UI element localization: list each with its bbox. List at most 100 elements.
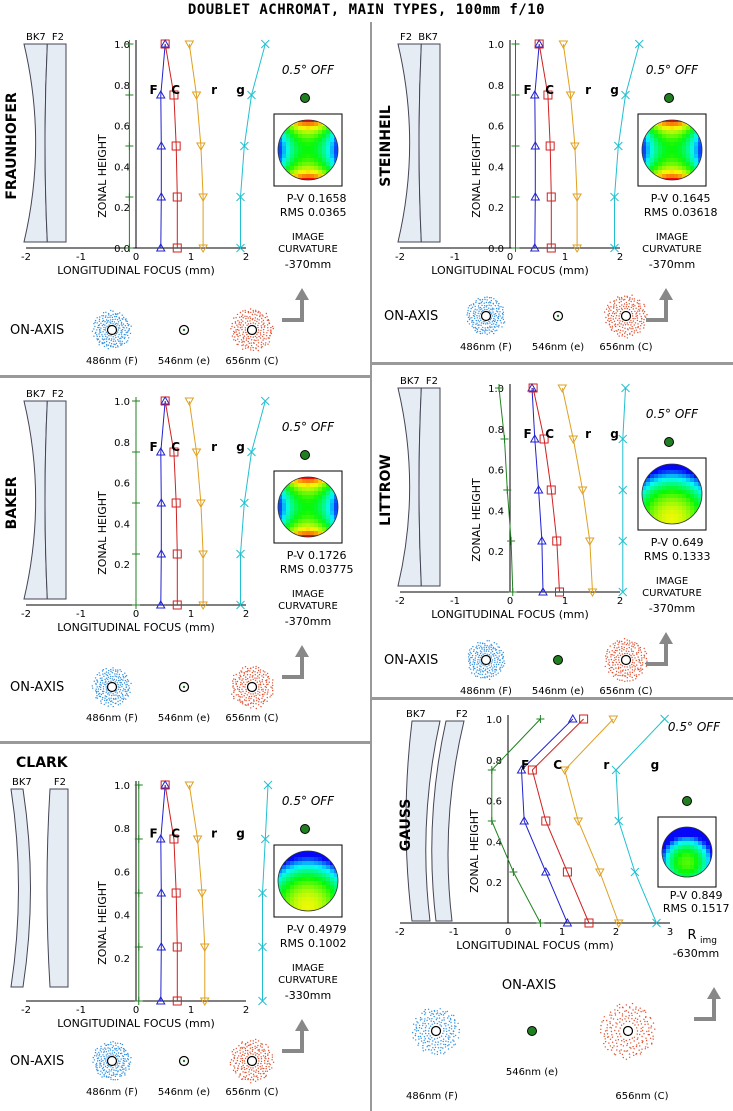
data-point-F [156,548,167,558]
series-g [258,780,273,1006]
series-e [125,40,134,252]
data-point-C [171,141,181,151]
data-point-C [541,816,551,826]
lens-element-1 [10,788,31,988]
data-point-e [500,435,509,443]
glass-label-2: F2 [426,376,438,387]
series-e [132,397,140,609]
y-axis-label: ZONAL HEIGHT [96,491,109,575]
x-axis-label: LONGITUDINAL FOCUS (mm) [431,264,588,277]
data-point-C [160,780,170,790]
data-point-e [511,193,520,201]
lens-element-1 [23,43,48,243]
pv-value: 0.849 [691,889,723,902]
spot-486nm [467,640,506,680]
series-label-F: F [149,440,157,454]
page-title: DOUBLET ACHROMAT, MAIN TYPES, 100mm f/10 [187,2,546,18]
x-tick-label: 2 [243,1005,249,1016]
data-point-F [534,38,545,48]
on-axis-label: ON-AXIS [384,309,438,324]
glass-label-2: F2 [52,389,64,400]
design-name: LITTROW [378,454,394,526]
y-tick-label: 0.4 [486,837,502,848]
data-point-e [508,588,517,596]
data-point-e [125,91,134,99]
data-point-g [610,192,619,202]
series-line-r [188,784,206,1001]
data-point-C [171,498,181,508]
data-point-g [621,383,630,393]
curvature-value: -330mm [285,989,331,1002]
y-tick-label: 0.0 [114,244,130,255]
spot-656nm [603,294,648,339]
series-g [610,39,644,253]
horizontal-divider-right-1 [372,362,733,365]
data-point-C [555,587,564,597]
x-axis-label: LONGITUDINAL FOCUS (mm) [57,1017,214,1030]
data-point-C [528,383,538,393]
data-point-F [529,242,540,252]
series-label-C: C [545,83,554,97]
x-tick-label: -1 [449,927,459,938]
series-F [155,779,171,1005]
data-point-e [125,193,134,201]
pv-label: P-V [287,549,305,562]
x-tick-label: -1 [450,252,460,263]
series-line-C [538,43,552,248]
data-point-g [660,714,669,724]
data-point-F [529,433,540,443]
off-axis-label: 0.5° OFF [282,63,335,77]
spot-546nm [553,655,563,665]
data-point-g [258,942,267,952]
series-label-r: r [603,758,609,772]
wavelength-label-546: 546nm (e) [158,713,210,724]
rms-label: RMS [644,206,668,219]
data-point-C [169,834,179,844]
lens-element-2 [44,43,67,243]
data-point-e [132,601,140,609]
series-g [611,714,669,928]
curvature-value: -370mm [285,615,331,628]
series-g [236,396,270,610]
wavelength-label-656: 656nm (C) [225,713,278,724]
glass-label-2: BK7 [418,32,438,43]
curvature-arrow [694,987,721,1021]
series-F [527,382,548,596]
data-point-g [618,587,628,597]
off-axis-label: 0.5° OFF [282,420,335,434]
series-e [487,715,545,927]
y-tick-label: 1.0 [488,384,504,395]
series-line-r [562,43,578,248]
wavelength-label-656: 656nm (C) [615,1091,668,1102]
data-point-e [134,781,143,789]
data-point-g [239,498,249,508]
data-point-e [134,835,143,843]
series-line-F [160,43,166,249]
glass-label-2: F2 [54,777,66,788]
wavelength-label-546: 546nm (e) [532,342,584,353]
data-point-g [260,834,270,844]
off-axis-label: 0.5° OFF [668,720,721,734]
wavelength-label-486: 486nm (F) [86,356,138,367]
y-tick-label: 0.2 [114,560,130,571]
series-label-g: g [651,758,660,772]
wavelength-label-656: 656nm (C) [599,686,652,696]
data-point-g [611,765,621,775]
off-axis-spot [664,93,674,103]
series-label-r: r [585,83,591,97]
rms-label: RMS [644,550,668,563]
off-axis-label: 0.5° OFF [282,794,335,808]
series-line-C [164,400,178,605]
y-tick-label: 0.6 [114,122,130,133]
y-tick-label: 0.8 [488,81,504,92]
data-point-g [621,90,630,100]
curvature-arrow [646,288,673,322]
spot-656nm [230,308,274,352]
data-point-e [511,91,520,99]
data-point-r [572,244,582,254]
